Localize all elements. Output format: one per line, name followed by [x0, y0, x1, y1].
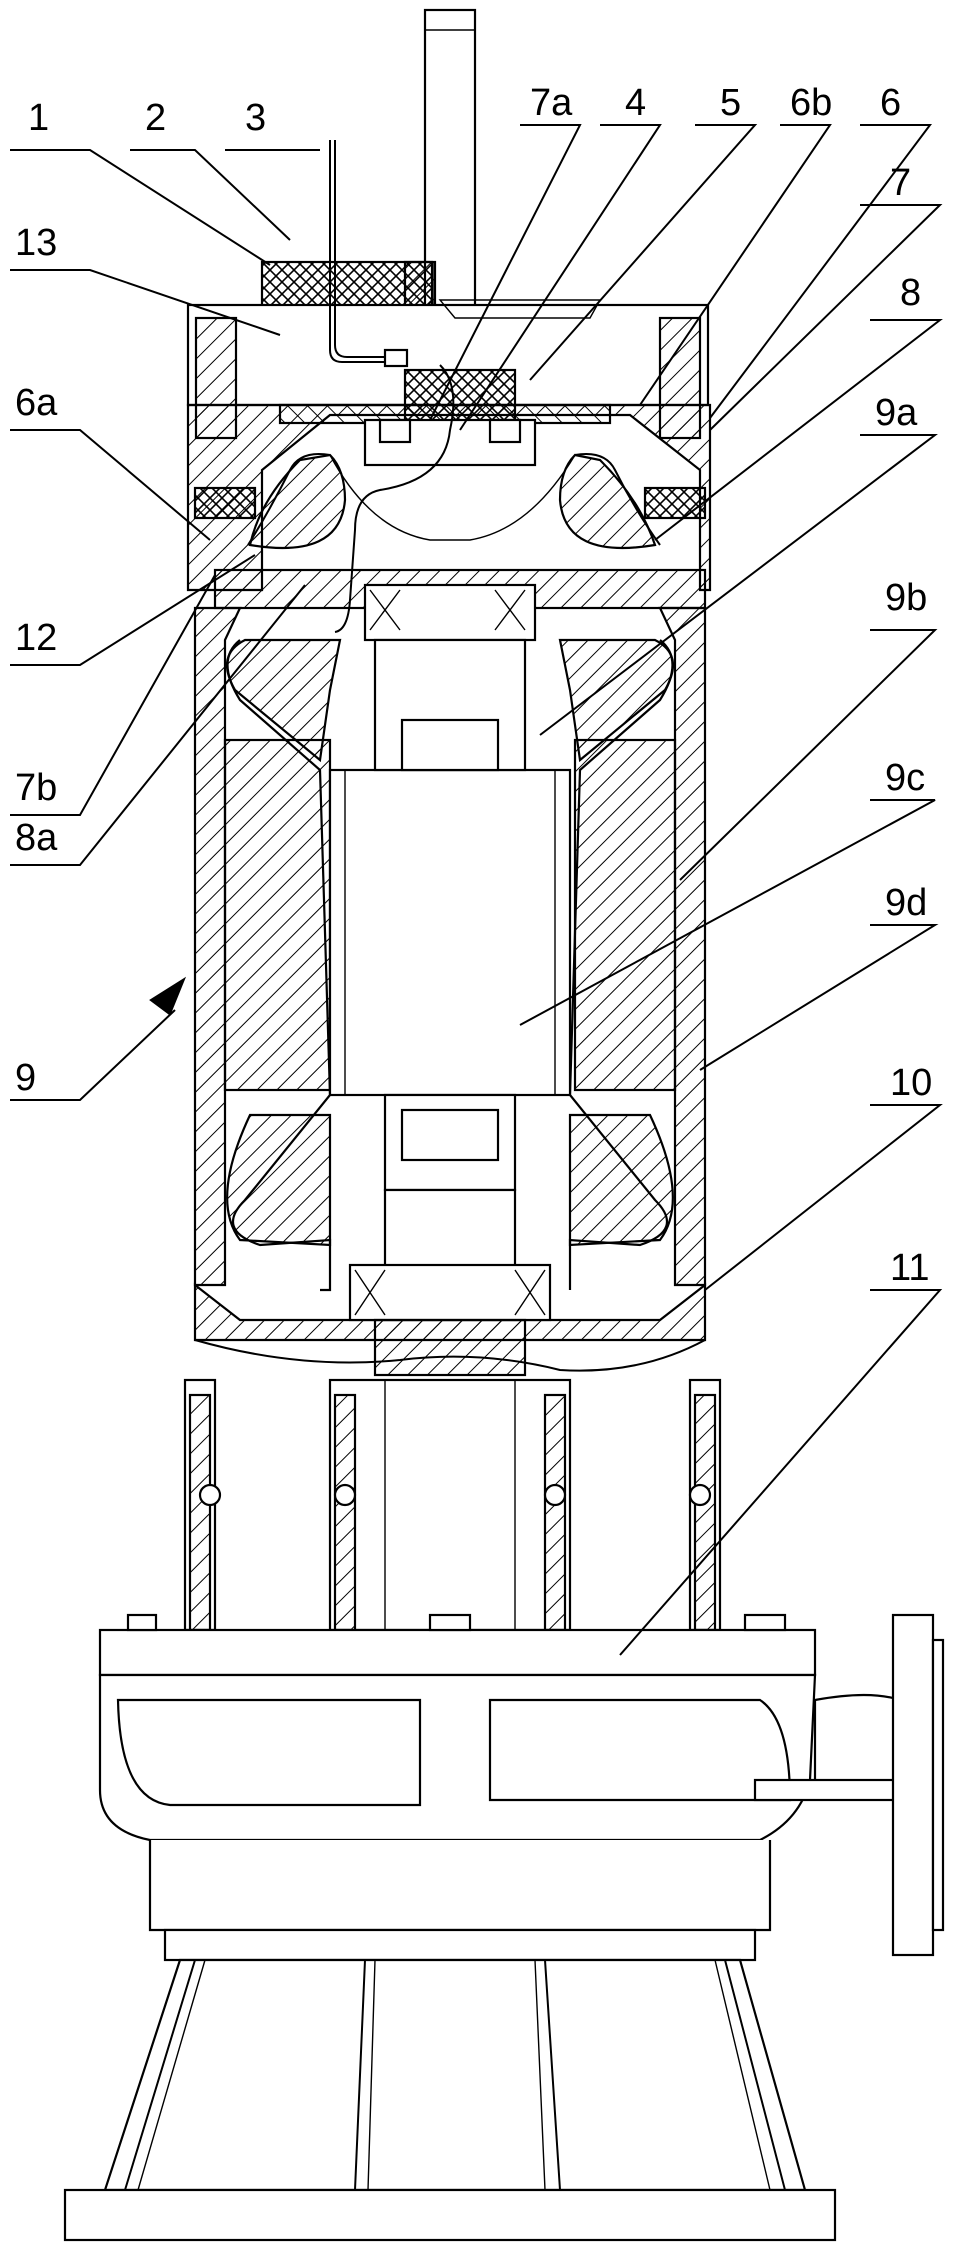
base-stand: [63, 1958, 837, 2242]
label-9d: 9d: [885, 882, 927, 924]
label-8: 8: [900, 272, 921, 314]
label-13: 13: [15, 222, 57, 264]
stator: [223, 638, 677, 1292]
label-6: 6: [880, 82, 901, 124]
label-6b: 6b: [790, 82, 832, 124]
leader-lines: [10, 124, 943, 1656]
rotor: [328, 638, 572, 1287]
label-9c: 9c: [885, 757, 925, 799]
label-11: 11: [890, 1247, 929, 1289]
label-9a: 9a: [875, 392, 918, 434]
shaft: [423, 8, 477, 312]
label-8a: 8a: [15, 817, 58, 859]
label-5: 5: [720, 82, 741, 124]
label-7a: 7a: [530, 82, 573, 124]
label-6a: 6a: [15, 382, 58, 424]
impeller-seal-section: [213, 418, 707, 642]
label-4: 4: [625, 82, 646, 124]
label-7: 7: [890, 162, 911, 204]
label-7b: 7b: [15, 767, 57, 809]
label-12: 12: [15, 617, 57, 659]
support-brackets: [183, 1378, 722, 1632]
lower-end-cover: [193, 1263, 707, 1377]
label-10: 10: [890, 1062, 932, 1104]
label-2: 2: [145, 97, 166, 139]
volute-body: [98, 1613, 945, 1962]
lead-wire: [329, 140, 455, 633]
label-1: 1: [28, 97, 49, 139]
label-9: 9: [15, 1057, 36, 1099]
top-cap: [186, 260, 710, 440]
reference-labels: 1 2 3 7a 4 5 6b 6 7 13 8 6a 9a 12 9b 7b …: [15, 82, 932, 1289]
label-3: 3: [245, 97, 266, 139]
label-9b: 9b: [885, 577, 927, 619]
